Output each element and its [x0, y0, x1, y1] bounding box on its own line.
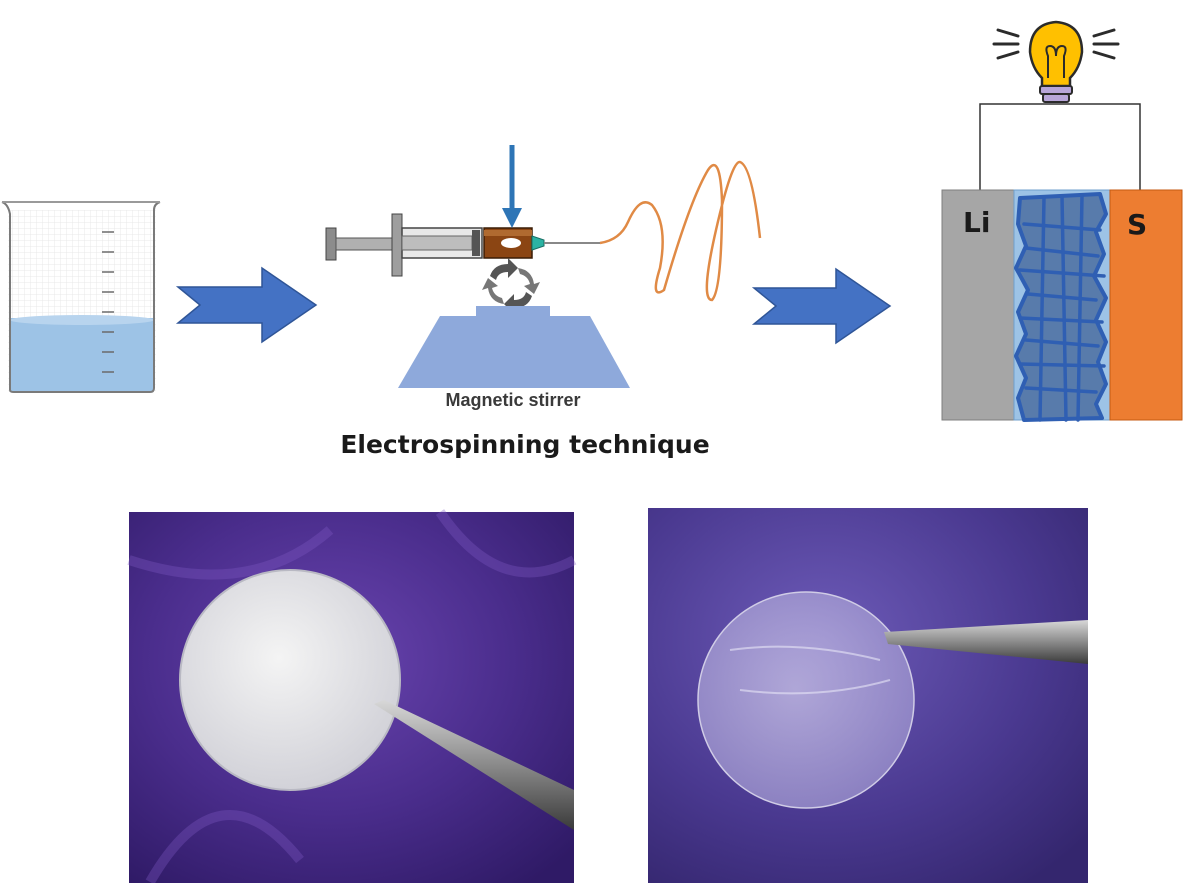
- stirring-arrows-icon: [482, 258, 540, 314]
- anode-label: Li: [963, 206, 991, 239]
- technique-caption: Electrospinning technique: [340, 430, 710, 459]
- membrane-photo-transparent: [648, 508, 1088, 883]
- arrow-right-icon: [751, 267, 892, 345]
- magnetic-stirrer: [398, 306, 630, 388]
- syringe-icon: [325, 145, 600, 277]
- cathode-label: S: [1127, 208, 1148, 241]
- arrow-right-icon: [175, 266, 318, 344]
- battery-cell: [941, 189, 1183, 422]
- lightbulb-icon: [992, 20, 1120, 103]
- fiber-jet: [599, 160, 762, 302]
- membrane-photo-opaque: [127, 509, 577, 883]
- beaker-icon: [1, 201, 161, 393]
- stirrer-label: Magnetic stirrer: [445, 390, 581, 410]
- circuit-wire: [979, 103, 1141, 190]
